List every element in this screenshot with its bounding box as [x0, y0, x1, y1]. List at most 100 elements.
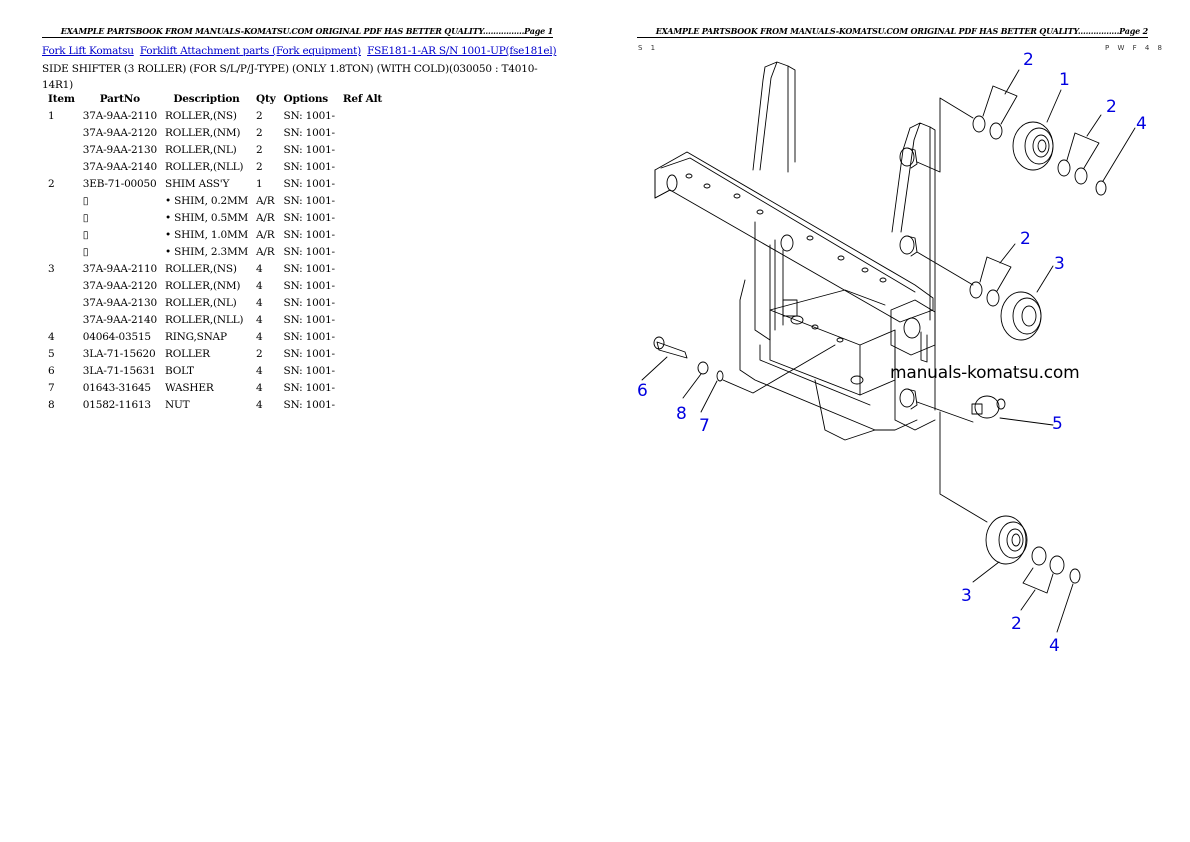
cell-qty: A/R — [256, 245, 275, 258]
fastener-assembly — [641, 336, 836, 413]
side-roller-assembly — [916, 395, 1054, 426]
cell-description: SHIM ASS'Y — [164, 177, 230, 190]
cell-options: SN: 1001- — [283, 228, 336, 241]
cell-options: SN: 1001- — [283, 398, 336, 411]
cell-description: • SHIM, 2.3MM — [164, 245, 249, 258]
table-row: 37A-9AA-2130 ROLLER,(NL) 2 SN: 1001- — [44, 141, 386, 158]
cell-ref-alt — [339, 277, 386, 294]
cell-options: SN: 1001- — [283, 245, 336, 258]
cell-qty: 4 — [256, 330, 263, 343]
cell-partno: 04064-03515 — [82, 330, 151, 343]
exploded-parts-diagram — [641, 61, 1136, 633]
cell-options: SN: 1001- — [283, 177, 336, 190]
cell-description: ROLLER,(NL) — [164, 296, 237, 309]
cell-partno: ▯ — [82, 194, 89, 207]
cell-qty: 4 — [256, 296, 263, 309]
cell-description: ROLLER,(NS) — [164, 109, 237, 122]
figure-code-right: P W F 4 8 — [1105, 44, 1165, 52]
breadcrumb-fork-lift-komatsu[interactable]: Fork Lift Komatsu — [42, 45, 134, 57]
breadcrumb-forklift-attachment-parts[interactable]: Forklift Attachment parts (Fork equipmen… — [139, 45, 361, 57]
page-header: EXAMPLE PARTSBOOK FROM MANUALS-KOMATSU.C… — [60, 26, 554, 36]
col-partno: PartNo — [99, 92, 140, 105]
callout-label: 6 — [637, 381, 648, 401]
cell-description: ROLLER,(NS) — [164, 262, 237, 275]
cell-options: SN: 1001- — [283, 211, 336, 224]
cell-item — [44, 294, 79, 311]
cell-item: 6 — [48, 364, 55, 377]
cell-ref-alt — [339, 345, 386, 362]
cell-item — [44, 226, 79, 243]
cell-partno: ▯ — [82, 211, 89, 224]
cell-options: SN: 1001- — [283, 143, 336, 156]
cell-description: WASHER — [164, 381, 214, 394]
cell-description: BOLT — [164, 364, 194, 377]
breadcrumb-fse181-model[interactable]: FSE181-1-AR S/N 1001-UP(fse181el) — [367, 45, 557, 57]
cell-partno: 37A-9AA-2140 — [82, 313, 157, 326]
cell-options: SN: 1001- — [283, 109, 336, 122]
cell-qty: 2 — [256, 143, 263, 156]
cell-ref-alt — [339, 396, 386, 413]
cell-partno: ▯ — [82, 228, 89, 241]
cell-options: SN: 1001- — [283, 347, 336, 360]
cell-ref-alt — [339, 379, 386, 396]
callout-label: 7 — [699, 416, 710, 436]
callout-label: 3 — [961, 586, 972, 606]
cell-ref-alt — [339, 141, 386, 158]
diagram-page: EXAMPLE PARTSBOOK FROM MANUALS-KOMATSU.C… — [595, 0, 1190, 842]
cell-qty: A/R — [256, 228, 275, 241]
cell-ref-alt — [339, 294, 386, 311]
cell-partno: 37A-9AA-2120 — [82, 126, 157, 139]
cell-partno: 37A-9AA-2130 — [82, 296, 157, 309]
cell-partno: 37A-9AA-2130 — [82, 143, 157, 156]
cell-ref-alt — [339, 362, 386, 379]
cell-qty: 4 — [256, 313, 263, 326]
cell-ref-alt — [339, 226, 386, 243]
cell-partno: 37A-9AA-2110 — [82, 262, 157, 275]
header-divider — [637, 37, 1148, 38]
callout-label: 8 — [676, 404, 687, 424]
cell-description: ROLLER,(NLL) — [164, 313, 244, 326]
cell-qty: 4 — [256, 262, 263, 275]
side-shifter-frame — [654, 61, 936, 441]
cell-options: SN: 1001- — [283, 279, 336, 292]
section-title: SIDE SHIFTER (3 ROLLER) (FOR S/L/P/J-TYP… — [42, 63, 538, 91]
callout-label: 4 — [1049, 636, 1060, 656]
cell-options: SN: 1001- — [283, 160, 336, 173]
cell-description: RING,SNAP — [164, 330, 227, 343]
cell-qty: 2 — [256, 109, 263, 122]
cell-partno: 37A-9AA-2120 — [82, 279, 157, 292]
cell-partno: 3LA-71-15620 — [82, 347, 156, 360]
cell-item — [44, 311, 79, 328]
header-divider — [42, 37, 553, 38]
cell-options: SN: 1001- — [283, 313, 336, 326]
cell-description: NUT — [164, 398, 190, 411]
cell-qty: 2 — [256, 160, 263, 173]
cell-item: 5 — [48, 347, 55, 360]
cell-item — [44, 192, 79, 209]
cell-ref-alt — [339, 243, 386, 260]
cell-description: • SHIM, 0.2MM — [164, 194, 249, 207]
cell-partno: 01643-31645 — [82, 381, 151, 394]
cell-description: ROLLER,(NL) — [164, 143, 237, 156]
col-ref-alt: Ref Alt — [342, 92, 383, 105]
figure-code-left: S 1 — [638, 44, 659, 52]
cell-item: 2 — [48, 177, 55, 190]
cell-item — [44, 158, 79, 175]
cell-qty: 2 — [256, 347, 263, 360]
cell-description: • SHIM, 0.5MM — [164, 211, 249, 224]
upper-roller-assembly — [916, 69, 1136, 196]
cell-description: ROLLER,(NM) — [164, 279, 241, 292]
cell-partno: 3LA-71-15631 — [82, 364, 156, 377]
parts-table: Item PartNo Description Qty Options Ref … — [44, 90, 386, 413]
cell-options: SN: 1001- — [283, 126, 336, 139]
